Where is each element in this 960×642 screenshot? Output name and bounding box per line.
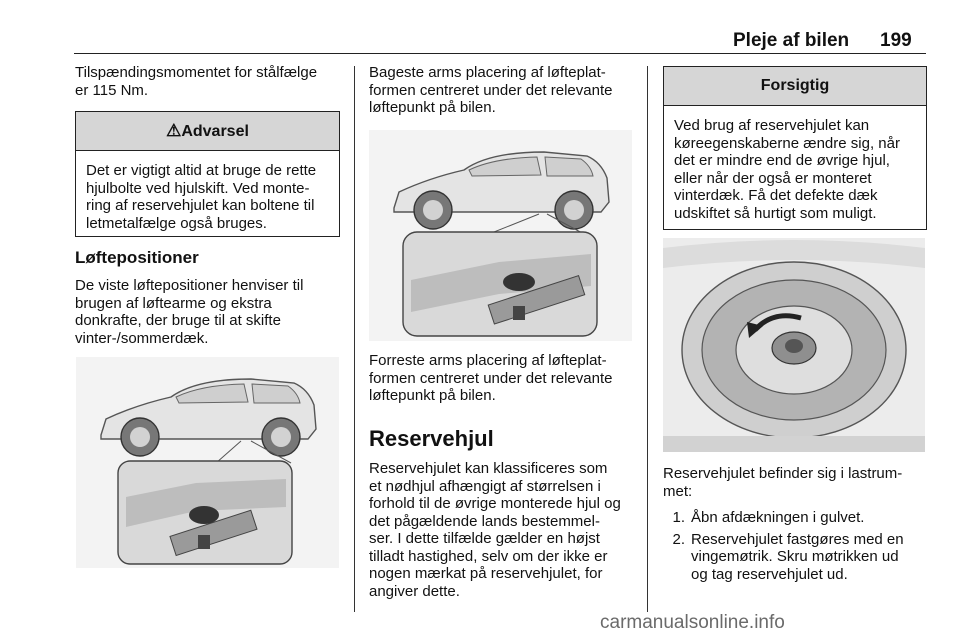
lift-positions-heading: Løftepositioner	[75, 248, 199, 267]
header-rule	[74, 53, 926, 54]
warning-header: ⚠Advarsel	[76, 112, 339, 151]
caution-box: Forsigtig Ved brug af reservehjulet kan …	[663, 66, 927, 230]
caution-heading: Forsigtig	[664, 67, 926, 106]
col1-intro: Tilspændingsmomentet for stålfælge er 11…	[75, 64, 318, 99]
front-lift-text: Forreste arms placering af løfteplat- fo…	[369, 352, 613, 404]
spare-wheel-illustration	[663, 238, 925, 452]
step-item: 1. Åbn afdækningen i gulvet.	[672, 509, 865, 526]
column-divider	[647, 66, 648, 612]
watermark: carmanualsonline.info	[600, 612, 785, 633]
spare-wheel-text: Reservehjulet kan klassificeres som et n…	[369, 460, 621, 600]
column-divider	[354, 66, 355, 612]
rear-lift-point-illustration	[369, 130, 632, 341]
warning-triangle-icon: ⚠	[166, 121, 182, 140]
step-item: 2. Reservehjulet fastgøres med en vingem…	[672, 530, 904, 583]
lift-positions-text: De viste løftepositioner henviser til br…	[75, 277, 304, 347]
page-number: 199	[880, 30, 912, 51]
spare-wheel-heading: Reservehjul	[369, 426, 494, 451]
section-title: Pleje af bilen	[733, 30, 850, 51]
warning-body: Det er vigtigt altid at bruge de rette h…	[86, 162, 317, 232]
warning-box: ⚠Advarsel Det er vigtigt altid at bruge …	[75, 111, 340, 237]
front-lift-point-illustration	[76, 357, 339, 568]
rear-lift-text: Bageste arms placering af løfteplat- for…	[369, 64, 613, 116]
spare-wheel-location-text: Reservehjulet befinder sig i lastrum- me…	[663, 465, 903, 500]
removal-steps: 1. Åbn afdækningen i gulvet. 2. Reserveh…	[667, 509, 929, 587]
caution-body: Ved brug af reservehjulet kan køreegensk…	[674, 117, 900, 222]
warning-heading: Advarsel	[181, 123, 249, 140]
